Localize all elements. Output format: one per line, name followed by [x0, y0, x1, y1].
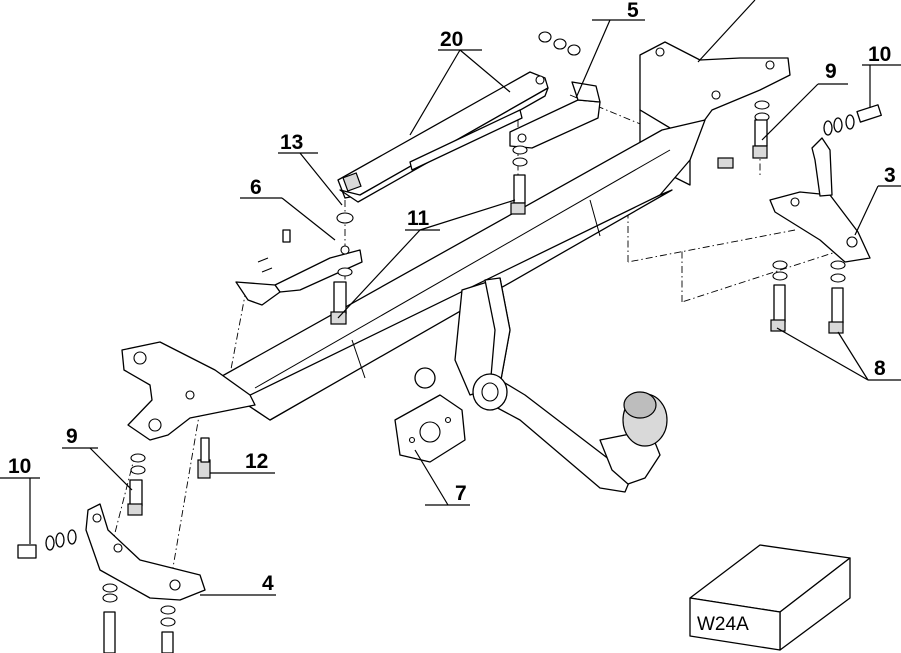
- fasteners: [17, 31, 882, 653]
- callout-13: 13: [280, 131, 303, 154]
- callout-6: 6: [250, 176, 262, 199]
- callout-12: 12: [245, 450, 268, 473]
- callout-9-right: 9: [825, 60, 837, 83]
- socket-plate: [394, 367, 466, 463]
- leader-lines: [0, 0, 901, 596]
- callout-8: 8: [874, 357, 886, 380]
- left-lower-plate: [85, 503, 206, 601]
- model-box: W24A: [689, 544, 851, 651]
- callout-10-right: 10: [868, 43, 891, 66]
- angle-bracket-5: [509, 81, 601, 149]
- callout-7: 7: [455, 482, 467, 505]
- model-code: W24A: [697, 614, 749, 635]
- callout-labels: 20 5 10 9 13 6 11 3 8 9 12 10 7 4: [8, 0, 896, 595]
- tow-ball-assembly: [454, 277, 668, 493]
- callout-11: 11: [407, 207, 430, 230]
- callout-9-left: 9: [66, 425, 78, 448]
- strap-bar: [337, 71, 549, 203]
- callout-20: 20: [440, 28, 463, 51]
- callout-10-left: 10: [8, 455, 31, 478]
- right-lower-plate: [769, 137, 871, 263]
- callout-5: 5: [627, 0, 639, 22]
- angle-bracket-6: [235, 229, 363, 306]
- main-cross-beam: [121, 119, 706, 441]
- callout-4: 4: [262, 572, 274, 595]
- callout-3: 3: [884, 164, 896, 187]
